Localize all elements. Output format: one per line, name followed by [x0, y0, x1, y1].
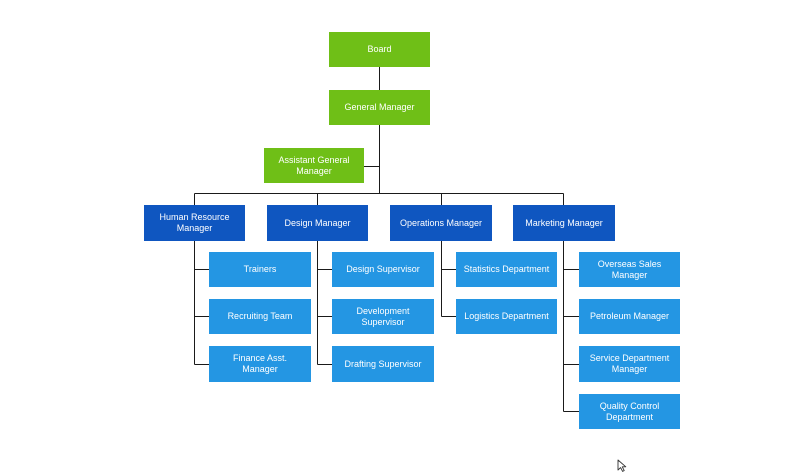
node-quality-control-department-label: Quality Control Department — [599, 400, 660, 422]
node-service-department-manager-label: Service Department Manager — [589, 353, 670, 374]
node-design-manager[interactable]: Design Manager — [267, 205, 368, 241]
node-petroleum-manager[interactable]: Petroleum Manager — [579, 299, 680, 334]
node-drafting-supervisor-label: Drafting Supervisor — [344, 358, 422, 369]
node-statistics-department[interactable]: Statistics Department — [456, 252, 557, 287]
node-human-resource-manager[interactable]: Human Resource Manager — [144, 205, 245, 241]
node-statistics-department-label: Statistics Department — [463, 264, 550, 274]
node-board[interactable]: Board — [329, 32, 430, 67]
node-quality-control-department[interactable]: Quality Control Department — [579, 394, 680, 429]
mouse-pointer-icon — [617, 459, 627, 472]
node-operations-manager-label: Operations Manager — [399, 217, 483, 228]
node-finance-asst-manager[interactable]: Finance Asst. Manager — [209, 346, 311, 382]
node-logistics-department[interactable]: Logistics Department — [456, 299, 557, 334]
node-recruiting-team-label: Recruiting Team — [227, 311, 293, 321]
node-development-supervisor-label: Development Supervisor — [356, 305, 410, 327]
node-board-label: Board — [367, 44, 392, 54]
node-logistics-department-label: Logistics Department — [464, 311, 549, 321]
node-general-manager[interactable]: General Manager — [329, 90, 430, 125]
node-overseas-sales-manager-label: Overseas Sales Manager — [597, 258, 662, 280]
node-petroleum-manager-label: Petroleum Manager — [589, 311, 670, 321]
node-design-manager-label: Design Manager — [284, 217, 351, 228]
node-general-manager-label: General Manager — [344, 102, 415, 112]
node-finance-asst-manager-label: Finance Asst. Manager — [232, 353, 288, 374]
node-drafting-supervisor[interactable]: Drafting Supervisor — [332, 346, 434, 382]
node-development-supervisor[interactable]: Development Supervisor — [332, 299, 434, 334]
node-human-resource-manager-label: Human Resource Manager — [159, 212, 230, 233]
node-service-department-manager[interactable]: Service Department Manager — [579, 346, 680, 382]
node-recruiting-team[interactable]: Recruiting Team — [209, 299, 311, 334]
node-operations-manager[interactable]: Operations Manager — [390, 205, 492, 241]
node-assistant-general-manager-label: Assistant General Manager — [278, 154, 350, 176]
node-assistant-general-manager[interactable]: Assistant General Manager — [264, 148, 364, 183]
node-marketing-manager[interactable]: Marketing Manager — [513, 205, 615, 241]
node-design-supervisor[interactable]: Design Supervisor — [332, 252, 434, 287]
node-trainers[interactable]: Trainers — [209, 252, 311, 287]
node-overseas-sales-manager[interactable]: Overseas Sales Manager — [579, 252, 680, 287]
node-marketing-manager-label: Marketing Manager — [525, 217, 603, 228]
node-design-supervisor-label: Design Supervisor — [346, 264, 420, 274]
node-trainers-label: Trainers — [243, 264, 277, 274]
